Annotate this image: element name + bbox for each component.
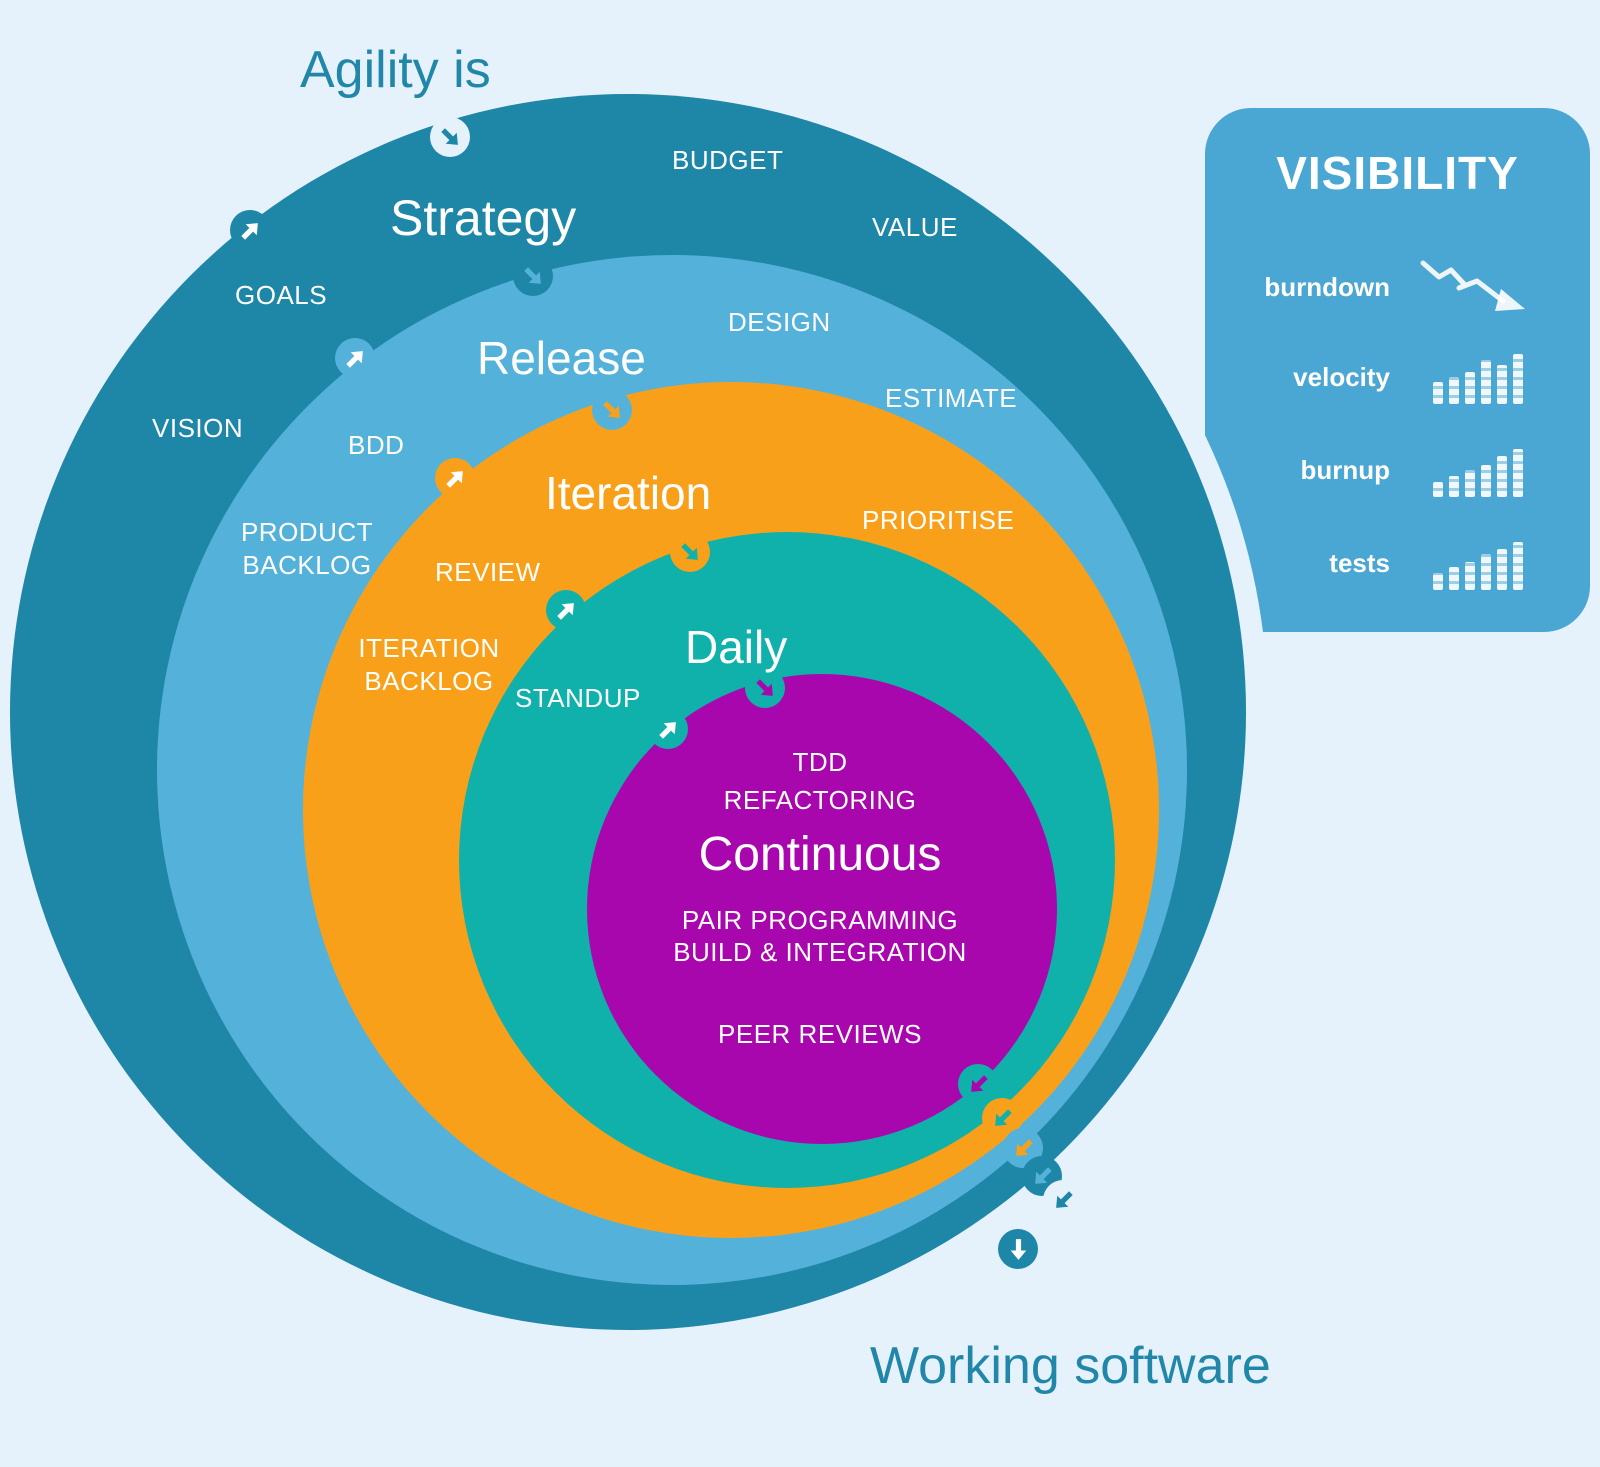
- practice-label-standup: STANDUP: [515, 683, 641, 713]
- footer-title: Working software: [870, 1337, 1271, 1395]
- practice-label-refactoring: REFACTORING: [723, 785, 917, 815]
- flow-arrow-icon: [998, 1229, 1038, 1269]
- panel-title: VISIBILITY: [1276, 147, 1519, 199]
- practice-label-value: VALUE: [872, 212, 958, 242]
- practice-label-iteration-backlog: ITERATION BACKLOG: [358, 633, 500, 697]
- burndown-trend-icon: [1390, 252, 1565, 322]
- practice-label-prioritise: PRIORITISE: [862, 505, 1015, 535]
- visibility-panel: VISIBILITY burndown velocity burnup: [1205, 108, 1590, 632]
- practice-label-estimate: ESTIMATE: [885, 383, 1018, 413]
- flow-arrow-icon: [648, 709, 688, 749]
- panel-row-tests: tests: [1230, 528, 1565, 598]
- ring-label-iteration: Iteration: [545, 467, 712, 519]
- practice-label-pair-programming: PAIR PROGRAMMING: [681, 905, 959, 935]
- flow-arrow-icon: [958, 1064, 998, 1104]
- flow-arrow-icon: [1022, 1156, 1062, 1196]
- flow-arrow-icon: [513, 256, 553, 296]
- flow-arrow-icon: [1003, 1128, 1043, 1168]
- practice-label-bdd: BDD: [348, 430, 405, 460]
- ring-label-continuous: Continuous: [698, 828, 942, 881]
- flow-arrow-icon: [546, 590, 586, 630]
- flow-arrow-icon: [230, 210, 270, 250]
- practice-label-budget: BUDGET: [672, 145, 784, 175]
- practice-label-build-integration: BUILD & INTEGRATION: [673, 937, 967, 967]
- practice-label-goals: GOALS: [235, 280, 328, 310]
- flow-arrow-icon: [435, 458, 475, 498]
- practice-label-product-backlog: PRODUCT BACKLOG: [240, 517, 374, 581]
- practice-label-tdd: TDD: [792, 747, 848, 777]
- flow-arrow-icon: [592, 390, 632, 430]
- panel-row-burndown: burndown: [1230, 252, 1565, 322]
- practice-label-review: REVIEW: [435, 557, 541, 587]
- flow-arrow-icon: [670, 532, 710, 572]
- page-title: Agility is: [300, 41, 491, 99]
- burnup-label: burnup: [1300, 454, 1390, 485]
- flow-arrow-icon: [335, 338, 375, 378]
- velocity-bars-icon: [1390, 342, 1565, 412]
- tests-label: tests: [1329, 547, 1390, 578]
- ring-label-daily: Daily: [685, 621, 788, 673]
- flow-arrow-icon: [1043, 1180, 1083, 1220]
- burnup-bars-icon: [1390, 435, 1565, 505]
- velocity-label: velocity: [1293, 361, 1390, 392]
- panel-row-burnup: burnup: [1230, 435, 1565, 505]
- flow-arrow-icon: [745, 668, 785, 708]
- flow-arrow-icon: [430, 117, 470, 157]
- tests-bars-icon: [1390, 528, 1565, 598]
- practice-label-design: DESIGN: [728, 307, 831, 337]
- practice-label-vision: VISION: [152, 413, 244, 443]
- burndown-label: burndown: [1264, 271, 1390, 302]
- ring-label-release: Release: [477, 332, 646, 384]
- practice-label-peer-reviews: PEER REVIEWS: [718, 1019, 922, 1049]
- ring-label-strategy: Strategy: [390, 190, 577, 246]
- panel-row-velocity: velocity: [1230, 342, 1565, 412]
